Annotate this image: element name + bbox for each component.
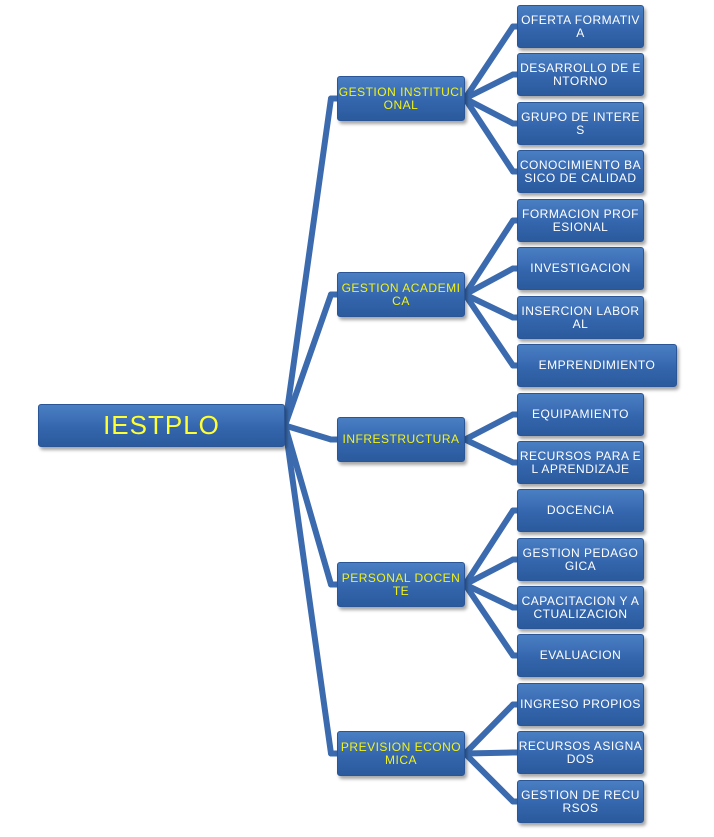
category-to-item-line <box>462 95 516 127</box>
category-to-item-line <box>462 291 516 369</box>
item-oferta-formativa: OFERTA FORMATIVA <box>517 5 644 48</box>
root-to-category-line <box>282 422 334 443</box>
category-to-item-line <box>462 436 516 466</box>
item-label: INVESTIGACION <box>530 261 631 275</box>
connectors-gestion-academica <box>462 217 520 369</box>
item-label: RECURSOS PARA EL APRENDIZAJE <box>519 448 642 476</box>
category-prevision-economica: PREVISION ECONOMICA <box>337 731 465 776</box>
root-to-category-line <box>282 291 334 429</box>
root-to-category-line <box>282 422 334 757</box>
category-to-item-line <box>462 581 516 611</box>
item-formacion-profesional: FORMACION PROFESIONAL <box>517 199 644 242</box>
item-equipamiento: EQUIPAMIENTO <box>517 393 644 436</box>
category-label: PREVISION ECONOMICA <box>340 739 462 767</box>
category-infrestructura: INFRESTRUCTURA <box>337 417 465 462</box>
item-label: CONOCIMIENTO BASICO DE CALIDAD <box>519 157 642 185</box>
category-to-item-line <box>462 507 516 588</box>
category-label: GESTION INSTITUCIONAL <box>338 84 464 112</box>
item-gestion-pedagogica: GESTION PEDAGOGICA <box>517 538 644 581</box>
item-docencia: DOCENCIA <box>517 489 644 532</box>
category-to-item-line <box>462 265 516 298</box>
item-investigacion: INVESTIGACION <box>517 247 644 290</box>
item-conocimiento-basico-de-calidad: CONOCIMIENTO BASICO DE CALIDAD <box>517 150 644 193</box>
root-connectors <box>282 95 340 757</box>
root-node: IESTPLO <box>38 404 285 447</box>
category-to-item-line <box>462 750 516 805</box>
category-to-item-line <box>462 749 516 757</box>
item-insercion-laboral: INSERCION LABORAL <box>517 296 644 339</box>
category-to-item-line <box>462 23 516 102</box>
category-to-item-line <box>462 411 516 443</box>
root-to-category-line <box>282 422 334 588</box>
item-gestion-de-recursos: GESTION DE RECURSOS <box>517 780 644 823</box>
item-label: CAPACITACION Y ACTUALIZACION <box>521 593 640 621</box>
item-label: OFERTA FORMATIVA <box>521 12 640 40</box>
item-label: FORMACION PROFESIONAL <box>522 206 639 234</box>
category-to-item-line <box>462 581 516 659</box>
item-label: GESTION DE RECURSOS <box>521 787 640 815</box>
category-gestion-academica: GESTION ACADEMICA <box>337 272 465 317</box>
item-grupo-de-interes: GRUPO DE INTERES <box>517 102 644 145</box>
item-emprendimiento: EMPRENDIMIENTO <box>517 344 677 387</box>
category-personal-docente: PERSONAL DOCENTE <box>337 562 465 607</box>
item-recursos-para-el-aprendizaje: RECURSOS PARA EL APRENDIZAJE <box>517 441 644 484</box>
connectors-personal-docente <box>462 507 520 659</box>
item-label: GRUPO DE INTERES <box>521 109 640 137</box>
category-to-item-line <box>462 291 516 321</box>
connectors-infrestructura <box>462 411 520 466</box>
category-to-item-line <box>462 701 516 757</box>
category-gestion-institucional: GESTION INSTITUCIONAL <box>337 76 465 121</box>
item-label: INGRESO PROPIOS <box>520 697 641 711</box>
category-label: GESTION ACADEMICA <box>341 280 461 308</box>
item-label: GESTION PEDAGOGICA <box>522 545 639 573</box>
item-desarrollo-de-entorno: DESARROLLO DE ENTORNO <box>517 53 644 96</box>
item-label: EVALUACION <box>539 648 622 662</box>
item-label: EMPRENDIMIENTO <box>538 358 656 372</box>
item-label: DESARROLLO DE ENTORNO <box>520 60 641 88</box>
connectors-prevision-economica <box>462 701 520 805</box>
category-label: INFRESTRUCTURA <box>342 432 460 446</box>
item-label: DOCENCIA <box>546 503 615 517</box>
category-to-item-line <box>462 217 516 298</box>
category-to-item-line <box>462 95 516 175</box>
item-ingreso-propios: INGRESO PROPIOS <box>517 683 644 726</box>
category-to-item-line <box>462 71 516 102</box>
item-label: RECURSOS ASIGNADOS <box>518 738 643 766</box>
root-node-label: IESTPLO <box>103 410 220 440</box>
item-recursos-asignados: RECURSOS ASIGNADOS <box>517 731 644 774</box>
item-label: EQUIPAMIENTO <box>532 407 629 421</box>
item-evaluacion: EVALUACION <box>517 634 644 677</box>
connectors-gestion-institucional <box>462 23 520 175</box>
category-label: PERSONAL DOCENTE <box>341 570 461 598</box>
category-to-item-line <box>462 556 516 588</box>
root-to-category-line <box>282 95 334 429</box>
item-label: INSERCION LABORAL <box>521 303 640 331</box>
item-capacitacion-y-actualizacion: CAPACITACION Y ACTUALIZACION <box>517 586 644 629</box>
